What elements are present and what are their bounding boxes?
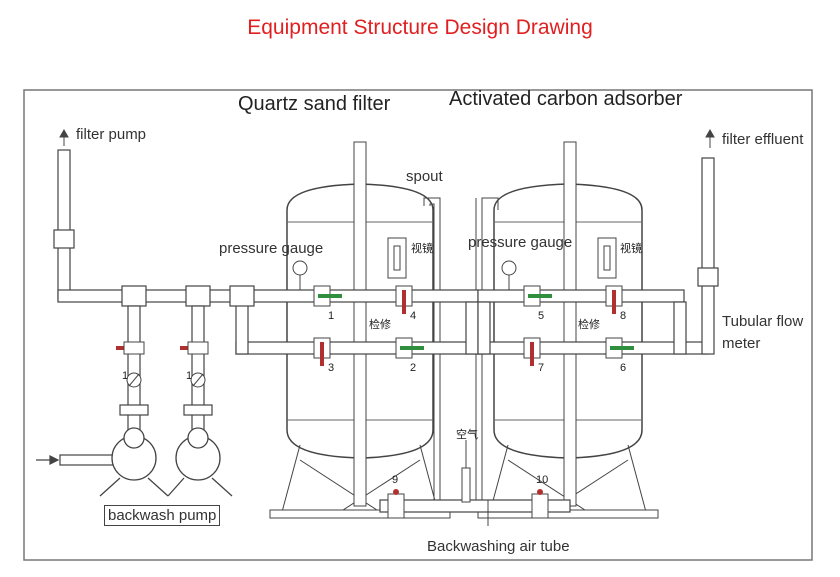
manhole-left-label: 检修 xyxy=(369,319,391,331)
activated-carbon-adsorber-vessel xyxy=(477,141,659,519)
valve-number-9: 9 xyxy=(392,474,399,486)
valve-8 xyxy=(605,285,623,314)
left-pressure-gauge xyxy=(292,260,308,276)
valve-number-1: 1 xyxy=(328,310,335,322)
valve-4 xyxy=(395,285,413,314)
right-pressure-gauge xyxy=(501,260,517,276)
lower-header-pipe xyxy=(235,341,481,355)
quartz-sand-filter-label: Quartz sand filter xyxy=(238,93,391,115)
valve-3-handle xyxy=(320,342,324,366)
pump-valve-right-handle xyxy=(180,346,194,350)
valve-number-3: 3 xyxy=(328,362,335,374)
filter-effluent-label: filter effluent xyxy=(722,131,804,148)
sight-glass-right-label: 视镜 xyxy=(620,243,642,255)
valve-number-10: 10 xyxy=(536,474,549,486)
right-sight-glass xyxy=(597,237,617,279)
air-mark-label: 空气 xyxy=(456,429,478,441)
activated-carbon-adsorber-label: Activated carbon adsorber xyxy=(449,88,683,110)
valve-7 xyxy=(523,337,541,366)
right-vessel-legs xyxy=(489,444,647,513)
valves-group xyxy=(116,285,634,519)
valve-1-handle xyxy=(318,294,342,298)
pump-valve-left-number: 1 xyxy=(122,370,129,382)
valve-9-wheel xyxy=(393,489,399,495)
valve-number-8: 8 xyxy=(620,310,627,322)
pump-valve-left-handle xyxy=(116,346,130,350)
backwash-pumps xyxy=(99,427,233,497)
flow-arrows xyxy=(59,128,715,526)
valve-4-handle xyxy=(402,290,406,314)
valve-number-6: 6 xyxy=(620,362,627,374)
backwash-pump-label: backwash pump xyxy=(104,505,221,526)
right-vent-pipe xyxy=(563,141,577,507)
piping xyxy=(36,149,719,513)
valve-2 xyxy=(395,337,424,359)
valve-5 xyxy=(523,285,552,307)
valve-number-7: 7 xyxy=(538,362,545,374)
pressure-gauge-left-label: pressure gauge xyxy=(219,240,324,257)
left-vessel-base xyxy=(269,509,451,519)
pump-valve-right-number: 1 xyxy=(186,370,193,382)
backwashing-air-tube-label: Backwashing air tube xyxy=(427,538,570,555)
manhole-right-label: 检修 xyxy=(578,319,600,331)
left-vessel-legs xyxy=(281,444,439,513)
left-vent-pipe xyxy=(353,141,367,507)
valve-3 xyxy=(313,337,331,366)
valve-number-5: 5 xyxy=(538,310,545,322)
inlet-pipe-vertical xyxy=(57,149,71,301)
tubular-flow-meter-label: Tubular flow meter xyxy=(722,313,804,352)
left-sight-glass xyxy=(387,237,407,279)
valve-7-handle xyxy=(530,342,534,366)
valve-6 xyxy=(605,337,634,359)
valve-number-4: 4 xyxy=(410,310,417,322)
valve-8-handle xyxy=(612,290,616,314)
filter-pump-label: filter pump xyxy=(76,126,147,143)
valve-1 xyxy=(313,285,342,307)
spout-label: spout xyxy=(406,168,443,185)
drawing-frame xyxy=(23,89,813,561)
sight-glass-left-label: 视镜 xyxy=(411,243,433,255)
pressure-gauge-right-label: pressure gauge xyxy=(468,234,573,251)
valve-6-handle xyxy=(610,346,634,350)
valve-2-handle xyxy=(400,346,424,350)
valve-10 xyxy=(531,493,549,519)
quartz-sand-filter-vessel xyxy=(269,141,451,519)
pump-suction-pipe xyxy=(59,454,117,466)
valve-5-handle xyxy=(528,294,552,298)
valve-number-2: 2 xyxy=(410,362,417,374)
bottom-drain-pipe xyxy=(379,499,571,513)
upper-header-pipe xyxy=(57,289,479,303)
valve-10-wheel xyxy=(537,489,543,495)
effluent-pipe-vertical xyxy=(701,157,715,355)
valve-9 xyxy=(387,493,405,519)
page-title: Equipment Structure Design Drawing xyxy=(247,16,593,39)
